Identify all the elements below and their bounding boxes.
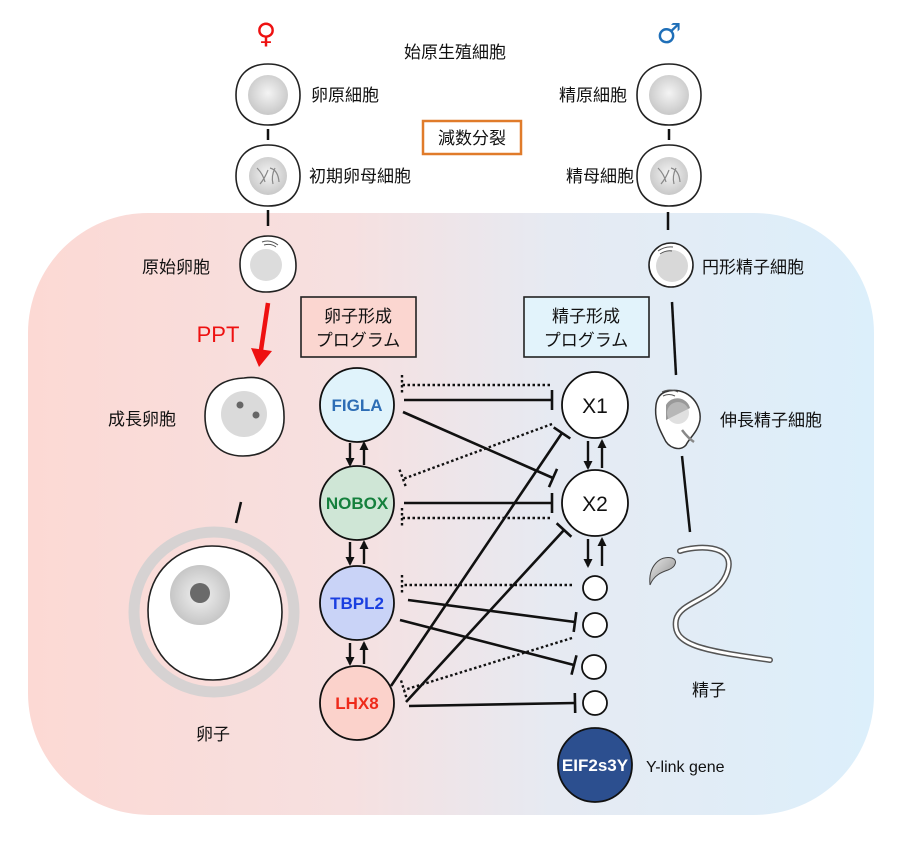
inhibition-bar-icon [570, 654, 578, 676]
gene-node-nobox: NOBOX [319, 465, 395, 541]
svg-text:FIGLA: FIGLA [332, 396, 383, 415]
male-symbol: ♂ [656, 17, 681, 50]
elongating-spermatid-cell [654, 389, 701, 450]
network-edges [389, 375, 578, 714]
oogonium-cell [235, 63, 301, 126]
edge-figla-to-x2 [402, 410, 554, 480]
arrow-up-icon [359, 441, 369, 450]
male-stage-5-label: 精子 [692, 681, 726, 701]
female-stage-4-label: 成長卵胞 [108, 410, 176, 430]
arrow-down-icon [345, 557, 355, 566]
gene-node-eif2s3y: EIF2s3Y [557, 727, 633, 803]
ppt-arrow [251, 302, 272, 367]
inhibition-bar-icon [399, 680, 409, 700]
arrow-up-icon [597, 537, 607, 546]
svg-text:NOBOX: NOBOX [326, 494, 389, 513]
arrow-up-icon [597, 439, 607, 448]
bidirectional-arrows [345, 439, 607, 666]
arrow-down-icon [583, 461, 593, 470]
edge-tbpl2-to-s4 [407, 598, 576, 624]
meiosis-box [421, 119, 523, 156]
inhibition-bar-icon [552, 426, 572, 440]
gene-node-lhx8: LHX8 [319, 665, 395, 741]
primordial-follicle-cell [239, 235, 297, 293]
gene-node-figla: FIGLA [319, 367, 395, 443]
female-stage-5-label: 卵子 [196, 725, 230, 745]
edge-lhx8-to-x1 [389, 432, 564, 687]
gene-node-x2: X2 [561, 469, 629, 537]
female-symbol: ♀ [256, 17, 277, 50]
svg-text:EIF2s3Y: EIF2s3Y [562, 756, 629, 775]
y-link-gene-label: Y-link gene [646, 759, 725, 776]
gene-node-unnamed-1 [582, 575, 608, 601]
spermatogonium-cell [636, 63, 702, 126]
gene-node-unnamed-3 [581, 654, 607, 680]
spermatogenesis-program-box: 精子形成 プログラム [523, 296, 650, 358]
svg-text:プログラム: プログラム [316, 331, 401, 351]
arrow-down-icon [345, 458, 355, 467]
female-stage-3-label: 原始卵胞 [142, 258, 210, 278]
arrow-down-icon [583, 559, 593, 568]
gene-node-x1: X1 [561, 371, 629, 439]
oocyte-cell [128, 526, 300, 698]
edge-s4-to-lhx8 [403, 636, 573, 692]
female-connector-3 [234, 501, 243, 524]
meiosis-label: 減数分裂 [438, 129, 506, 149]
svg-text:X2: X2 [582, 493, 608, 516]
inhibition-bar-icon [547, 468, 559, 488]
arrow-down-icon [345, 657, 355, 666]
gene-node-tbpl2: TBPL2 [319, 565, 395, 641]
edge-lhx8-to-s6 [408, 701, 576, 708]
ppt-label: PPT [197, 322, 240, 347]
oogenesis-program-box: 卵子形成 プログラム [300, 296, 417, 358]
gene-node-unnamed-2 [582, 612, 608, 638]
edge-tbpl2-to-s5 [399, 618, 575, 667]
arrow-up-icon [359, 641, 369, 650]
male-connector-3 [670, 301, 678, 376]
inhibition-bar-icon [555, 522, 573, 538]
edge-lhx8-to-x2 [405, 529, 565, 703]
female-stage-1-label: 卵原細胞 [311, 86, 379, 106]
edge-x1-to-nobox [402, 422, 553, 481]
inhibition-bar-icon [572, 611, 578, 633]
svg-text:TBPL2: TBPL2 [330, 594, 384, 613]
svg-text:LHX8: LHX8 [335, 694, 378, 713]
female-stage-2-label: 初期卵母細胞 [309, 167, 411, 187]
background-panel [28, 213, 875, 815]
spermatocyte-cell [636, 144, 702, 207]
male-connector-4 [680, 455, 692, 533]
svg-text:卵子形成: 卵子形成 [324, 307, 392, 327]
growing-follicle-cell [204, 376, 285, 457]
round-spermatid-cell [648, 242, 694, 288]
male-stage-4-label: 伸長精子細胞 [720, 411, 822, 431]
svg-text:X1: X1 [582, 395, 608, 418]
male-stage-2-label: 精母細胞 [566, 167, 634, 187]
inhibition-bar-icon [398, 469, 408, 489]
sperm-cell [649, 544, 773, 663]
primordial-germ-cell-title: 始原生殖細胞 [404, 43, 506, 63]
male-stage-3-label: 円形精子細胞 [702, 258, 804, 278]
male-stage-1-label: 精原細胞 [559, 86, 627, 106]
svg-text:プログラム: プログラム [544, 331, 629, 351]
svg-text:精子形成: 精子形成 [552, 307, 620, 327]
arrow-up-icon [359, 540, 369, 549]
primary-oocyte-cell [235, 144, 301, 207]
gene-node-unnamed-4 [582, 690, 608, 716]
